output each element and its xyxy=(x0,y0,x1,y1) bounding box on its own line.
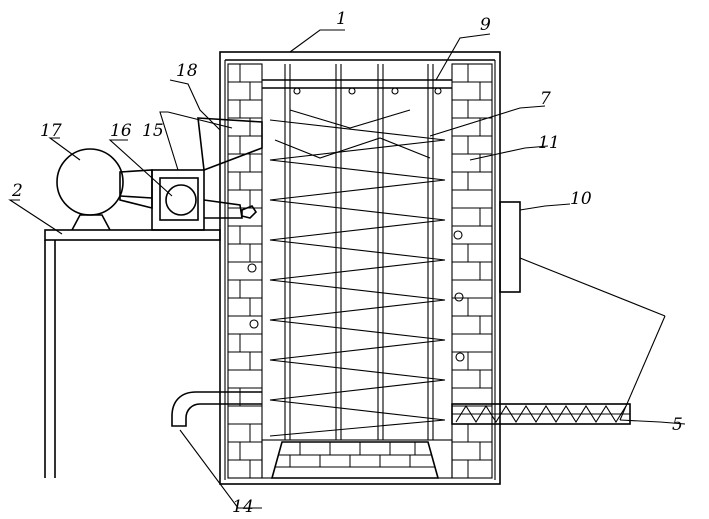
label-1: 1 xyxy=(336,9,347,29)
helical-blades xyxy=(269,109,446,437)
label-7: 7 xyxy=(540,89,551,109)
feed-hopper xyxy=(197,117,263,172)
ash-outlet xyxy=(171,391,262,427)
exhaust-box xyxy=(499,201,521,293)
outer-casing xyxy=(219,51,501,485)
label-5: 5 xyxy=(672,415,683,435)
label-9: 9 xyxy=(480,15,491,35)
screw-conveyor xyxy=(451,403,631,425)
label-16: 16 xyxy=(110,121,132,141)
label-11: 11 xyxy=(538,133,560,153)
label-15: 15 xyxy=(142,121,164,141)
fan xyxy=(151,169,243,231)
top-rail xyxy=(262,79,452,95)
reference-labels: 1 9 18 15 16 17 2 7 11 10 5 14 xyxy=(11,9,683,517)
vertical-rods xyxy=(284,64,434,440)
label-10: 10 xyxy=(570,189,592,209)
label-18: 18 xyxy=(176,61,198,81)
label-2: 2 xyxy=(11,181,23,201)
label-14: 14 xyxy=(232,497,254,517)
support-table xyxy=(44,229,221,478)
motor xyxy=(56,148,153,231)
grate-base xyxy=(270,441,440,479)
label-17: 17 xyxy=(40,121,62,141)
leader-lines xyxy=(8,29,686,509)
wall-ports xyxy=(241,205,465,362)
